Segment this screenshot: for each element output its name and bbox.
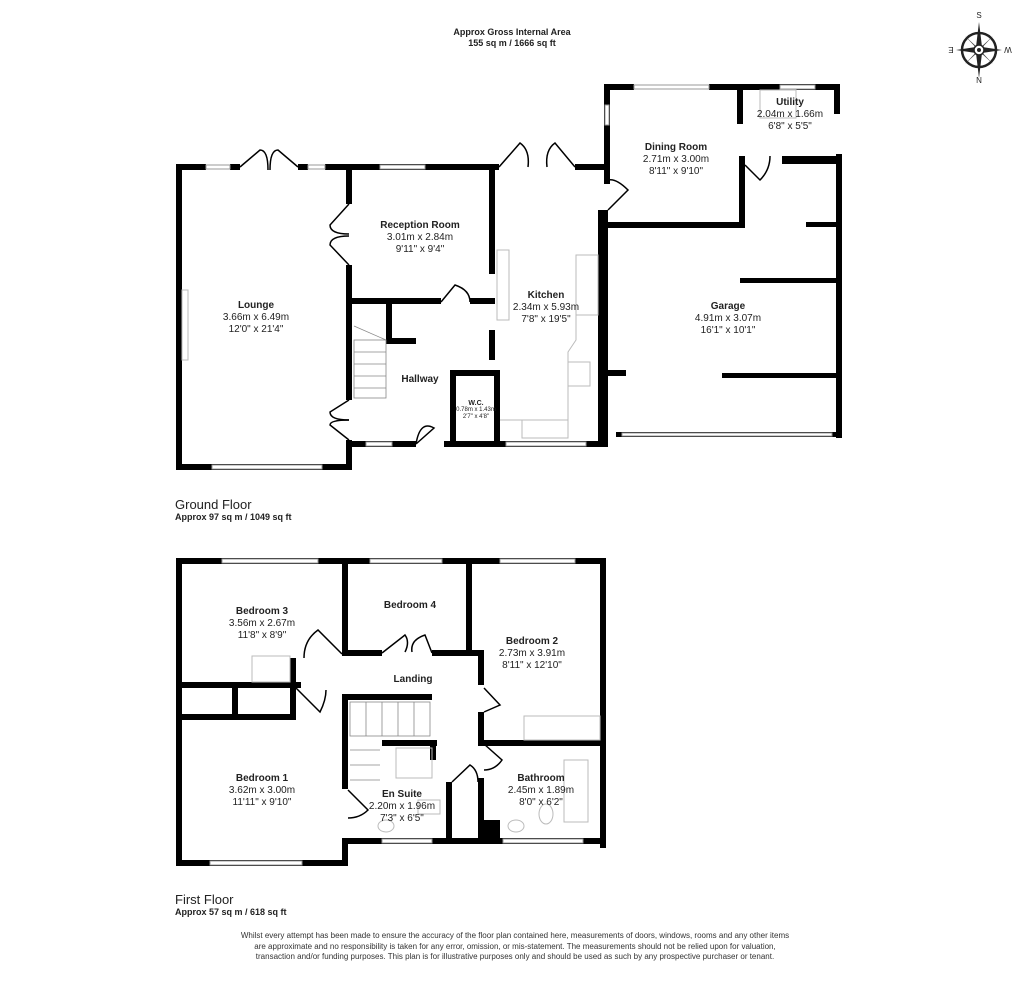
first-floor-area: Approx 57 sq m / 618 sq ft — [175, 907, 287, 917]
compass-label-w: W — [1004, 45, 1012, 54]
room-dining: Dining Room 2.71m x 3.00m 8'11" x 9'10" — [642, 142, 710, 177]
room-bathroom: Bathroom 2.45m x 1.89m 8'0" x 6'2" — [507, 773, 575, 808]
ground-floor-area: Approx 97 sq m / 1049 sq ft — [175, 512, 292, 522]
ground-floor-windows — [205, 84, 833, 470]
ground-floor-stairs — [353, 325, 387, 399]
room-bedroom-4: Bedroom 4 — [383, 600, 437, 611]
room-landing: Landing — [393, 674, 433, 685]
ground-floor-caption: Ground Floor Approx 97 sq m / 1049 sq ft — [175, 497, 292, 522]
room-en-suite: En Suite 2.20m x 1.96m 7'3" x 6'5" — [368, 789, 436, 824]
first-floor-windows — [209, 558, 584, 866]
room-bedroom-2: Bedroom 2 2.73m x 3.91m 8'11" x 12'10" — [498, 636, 566, 671]
first-floor-doors — [295, 629, 503, 819]
compass-rose-icon: S N E W — [948, 6, 1018, 86]
room-kitchen: Kitchen 2.34m x 5.93m 7'8" x 19'5" — [512, 290, 580, 325]
room-bedroom-1: Bedroom 1 3.62m x 3.00m 11'11" x 9'10" — [228, 773, 296, 808]
room-utility: Utility 2.04m x 1.66m 6'8" x 5'5" — [756, 97, 824, 132]
gross-area-title: Approx Gross Internal Area — [453, 27, 571, 37]
room-bedroom-3: Bedroom 3 3.56m x 2.67m 11'8" x 8'9" — [228, 606, 296, 641]
first-floor-walls — [176, 558, 606, 866]
room-reception: Reception Room 3.01m x 2.84m 9'11" x 9'4… — [380, 220, 460, 255]
compass-label-s: S — [976, 11, 981, 20]
room-hallway: Hallway — [401, 374, 439, 385]
ground-floor-fixtures — [181, 89, 797, 439]
ground-floor-doors — [239, 141, 771, 445]
first-floor-stairs — [349, 701, 431, 781]
first-floor-caption: First Floor Approx 57 sq m / 618 sq ft — [175, 892, 287, 917]
room-wc: W.C. 0.78m x 1.43m 2'7" x 4'8" — [456, 400, 496, 420]
first-floor-fixtures — [251, 655, 601, 833]
gross-area-header: Approx Gross Internal Area 155 sq m / 16… — [0, 27, 1024, 49]
disclaimer-text: Whilst every attempt has been made to en… — [240, 931, 790, 961]
room-lounge: Lounge 3.66m x 6.49m 12'0" x 21'4" — [222, 300, 290, 335]
room-garage: Garage 4.91m x 3.07m 16'1" x 10'1" — [694, 301, 762, 336]
ground-floor-title: Ground Floor — [175, 497, 252, 512]
compass-label-e: E — [948, 45, 953, 54]
first-floor-title: First Floor — [175, 892, 234, 907]
gross-area-value: 155 sq m / 1666 sq ft — [468, 38, 556, 48]
compass-label-n: N — [976, 76, 982, 85]
